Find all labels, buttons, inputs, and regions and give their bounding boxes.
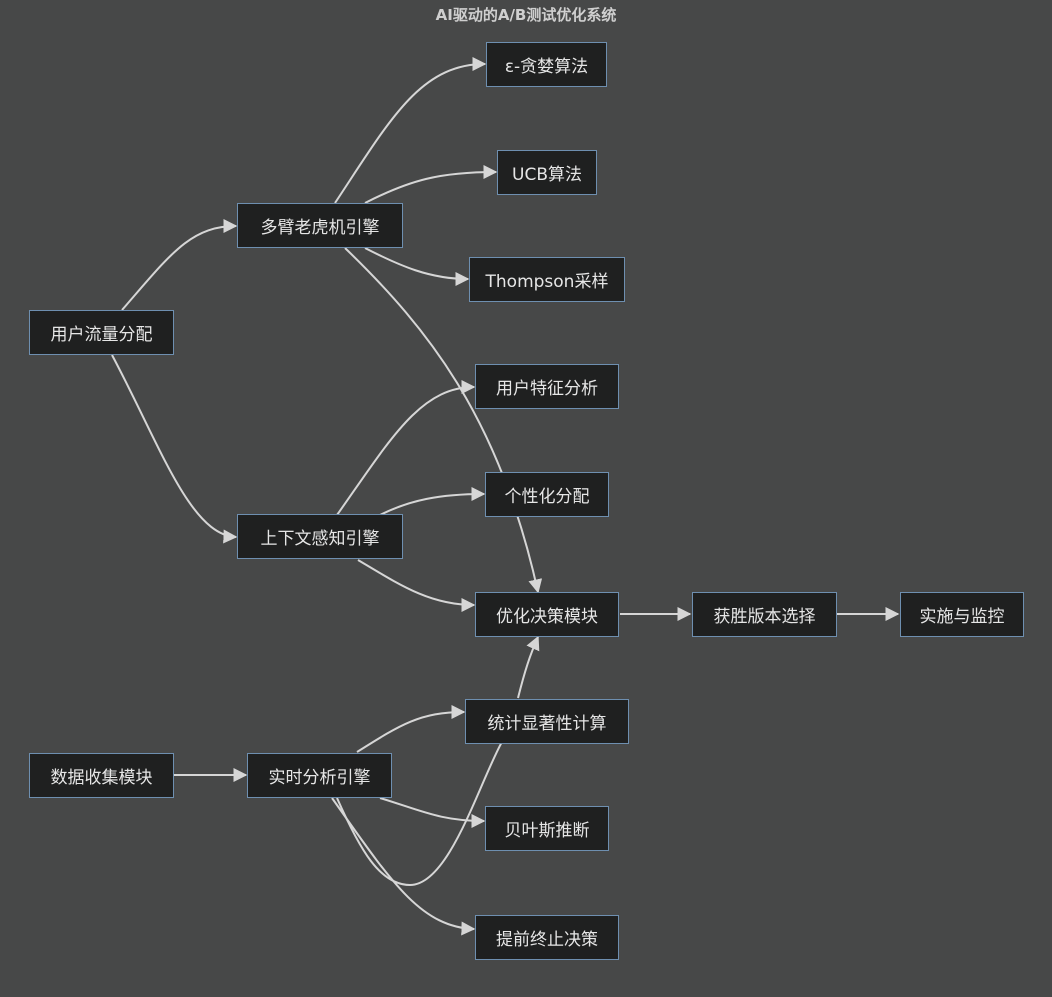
edge-realtime-earlystop xyxy=(331,797,476,936)
node-optimize-decision: 优化决策模块 xyxy=(475,592,619,637)
node-statistical-significance: 统计显著性计算 xyxy=(465,699,629,744)
edge-context-userfeat xyxy=(336,380,476,516)
node-context-engine: 上下文感知引擎 xyxy=(237,514,403,559)
node-eps-greedy: ε-贪婪算法 xyxy=(486,42,607,87)
node-bayesian: 贝叶斯推断 xyxy=(485,806,609,851)
node-personalized: 个性化分配 xyxy=(485,472,609,517)
edge-realtime-bayes xyxy=(379,797,486,828)
edge-realtime-stats xyxy=(356,705,466,753)
edge-context-personal xyxy=(379,487,486,516)
node-traffic-allocation: 用户流量分配 xyxy=(29,310,174,355)
node-ucb: UCB算法 xyxy=(497,150,597,195)
edge-context-optimize xyxy=(357,559,476,612)
node-early-stop: 提前终止决策 xyxy=(475,915,619,960)
node-mab-engine: 多臂老虎机引擎 xyxy=(237,203,403,248)
edge-mab-eps xyxy=(334,57,487,204)
node-thompson: Thompson采样 xyxy=(469,257,625,302)
edge-realtime-optimize xyxy=(336,739,504,887)
diagram-title: AI驱动的A/B测试优化系统 xyxy=(435,6,617,24)
edge-mab-optimize xyxy=(344,247,543,594)
node-deploy-monitor: 实施与监控 xyxy=(900,592,1024,637)
node-user-features: 用户特征分析 xyxy=(475,364,619,409)
edge-stats-optimize xyxy=(517,635,540,699)
node-winner-select: 获胜版本选择 xyxy=(692,592,837,637)
edge-traffic-mab xyxy=(121,219,238,311)
node-realtime-engine: 实时分析引擎 xyxy=(247,753,392,798)
edge-traffic-context xyxy=(111,354,238,544)
edge-mab-thompson xyxy=(364,247,470,286)
edge-mab-ucb xyxy=(364,165,498,204)
node-data-collection: 数据收集模块 xyxy=(29,753,174,798)
